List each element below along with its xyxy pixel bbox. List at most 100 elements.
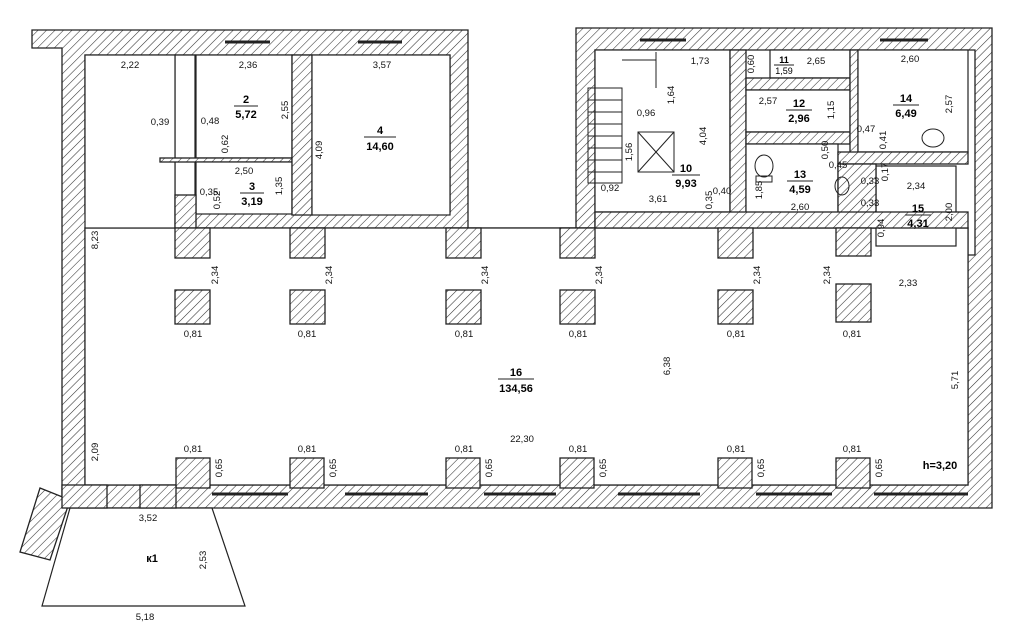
- dim: 0,41: [878, 131, 889, 150]
- pier-dim: 2,34: [210, 266, 221, 285]
- wall-14-15: [837, 151, 969, 165]
- room-11-number: 11: [779, 55, 789, 65]
- dim: 1,85: [754, 181, 765, 200]
- room-labels: 2 5,72 3 3,19 4 14,60 10 9,93 11 1,59 12…: [146, 55, 957, 565]
- dim: 0,35: [200, 187, 219, 198]
- room-15-number: 15: [912, 203, 924, 215]
- pier-dim: 0,65: [328, 459, 339, 478]
- room-2-area: 5,72: [235, 109, 256, 121]
- room-12: [745, 89, 851, 133]
- room-16-corridor: [84, 54, 176, 229]
- dim: 5,71: [950, 371, 961, 390]
- pier-dim: 0,81: [727, 329, 746, 340]
- dim: 0,17: [880, 163, 891, 182]
- pier-dim: 0,81: [727, 444, 746, 455]
- dim: 1,35: [274, 177, 285, 196]
- wall-13-14: [849, 49, 859, 156]
- pier-dim: 0,81: [843, 329, 862, 340]
- pier-dim: 0,65: [598, 459, 609, 478]
- toilet-icon: [754, 154, 774, 183]
- dim: 2,34: [907, 181, 926, 192]
- dim: 0,62: [220, 135, 231, 154]
- ceiling-height: h=3,20: [923, 460, 958, 472]
- room-4-number: 4: [377, 125, 384, 137]
- wall-top-right-block: [594, 211, 969, 229]
- wall-11-12: [745, 77, 851, 91]
- dim: 1,56: [624, 143, 635, 162]
- dim: 2,65: [807, 56, 826, 67]
- wall-12-13: [745, 131, 851, 145]
- dim: 0,45: [829, 160, 848, 171]
- pier-dim: 2,34: [324, 266, 335, 285]
- dim: 0,33: [861, 198, 880, 209]
- dim: 2,00: [944, 203, 955, 222]
- dim: 0,39: [151, 117, 170, 128]
- pier-dim: 2,34: [594, 266, 605, 285]
- room-10: [594, 49, 731, 213]
- room-4-area: 14,60: [366, 141, 394, 153]
- upper-piers: [174, 227, 872, 325]
- dim: 2,50: [235, 166, 254, 177]
- wall-3-4: [291, 54, 313, 216]
- pier-dim: 0,65: [214, 459, 225, 478]
- room-k1-number: к1: [146, 553, 158, 565]
- room-13-area: 4,59: [789, 184, 810, 196]
- dim: 3,61: [649, 194, 668, 205]
- dim: 0,96: [637, 108, 656, 119]
- porch-stairs: [19, 487, 71, 561]
- dim: 2,36: [239, 60, 258, 71]
- dim: 1,15: [826, 101, 837, 120]
- dim: 0,92: [601, 183, 620, 194]
- dim: 3,57: [373, 60, 392, 71]
- wall-2-3: [159, 157, 293, 163]
- room-14-number: 14: [900, 93, 913, 105]
- dim: 0,47: [857, 124, 876, 135]
- porch-wall-right: [139, 484, 177, 509]
- room-13-number: 13: [794, 169, 806, 181]
- dim: 5,18: [136, 612, 155, 623]
- dim: 2,57: [759, 96, 778, 107]
- wall-10-13: [729, 49, 747, 229]
- pier-dim: 0,81: [184, 329, 203, 340]
- dim: 2,57: [944, 95, 955, 114]
- bathtub-icon: [921, 128, 945, 148]
- room-16-area: 134,56: [499, 383, 533, 395]
- dim: 4,09: [314, 141, 325, 160]
- room-10-number: 10: [680, 163, 692, 175]
- dim: 0,60: [746, 55, 757, 74]
- staircase: [587, 52, 675, 184]
- room-15-area: 4,31: [907, 218, 928, 230]
- pier-dim: 0,81: [843, 444, 862, 455]
- pier-dim: 0,81: [184, 444, 203, 455]
- dim: 0,35: [704, 191, 715, 210]
- pier-dim: 2,34: [480, 266, 491, 285]
- pier-dim: 0,81: [298, 444, 317, 455]
- pier-dim: 0,65: [874, 459, 885, 478]
- dim: 0,50: [820, 141, 831, 160]
- porch-wall-left: [61, 484, 108, 509]
- sink-icon: [834, 176, 850, 196]
- dim: 22,30: [510, 434, 534, 445]
- dim: 1,73: [691, 56, 710, 67]
- room-10-area: 9,93: [675, 178, 696, 190]
- wall-stub-3: [174, 194, 197, 229]
- pier-dim: 0,81: [455, 329, 474, 340]
- dim: 2,60: [791, 202, 810, 213]
- dim: 2,53: [198, 551, 209, 570]
- pier-dim: 2,34: [822, 266, 833, 285]
- dim: 2,55: [280, 101, 291, 120]
- dim: 2,33: [899, 278, 918, 289]
- pier-dim: 0,65: [484, 459, 495, 478]
- room-11-area: 1,59: [775, 66, 793, 76]
- room-4: [311, 54, 451, 216]
- dim: 8,23: [90, 231, 101, 250]
- dim: 6,38: [662, 357, 673, 376]
- dim: 0,94: [876, 219, 887, 238]
- pier-dim: 2,34: [752, 266, 763, 285]
- pier-dim: 0,81: [569, 444, 588, 455]
- dim: 0,52: [212, 191, 223, 210]
- room-3-area: 3,19: [241, 196, 262, 208]
- room-3-number: 3: [249, 181, 255, 193]
- dim: 2,09: [90, 443, 101, 462]
